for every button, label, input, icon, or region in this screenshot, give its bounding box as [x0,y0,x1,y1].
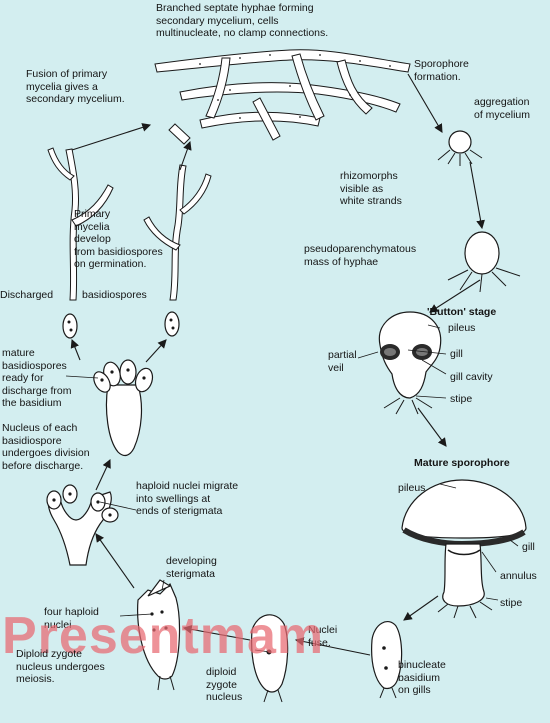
cycle-arrows [70,73,485,656]
label-binucleate: binucleate basidium on gills [398,659,446,696]
label-developing-sterigmata: developing sterigmata [166,555,217,580]
primary-mycelium-left [47,147,114,301]
label-pileus-button: pileus [448,322,476,334]
binucleate-basidium [371,621,403,690]
label-rhizomorphs: rhizomorphs visible as white strands [340,170,402,207]
label-pointers [65,324,519,653]
label-gill-button: gill [450,348,463,360]
label-mature-basidiospores: mature basidiospores ready for discharge… [2,347,72,409]
mycelium-nuclei [199,54,391,119]
label-haploid-migrate: haploid nuclei migrate into swellings at… [136,480,239,517]
label-nuclei-fuse: Nuclei fuse. [308,624,338,649]
label-nucleus-each: Nucleus of each basidiospore undergoes d… [2,422,90,472]
button-stage-sporophore [378,311,442,415]
label-aggregation: aggregation of mycelium [474,96,531,121]
label-button-stage: 'Button' stage [427,306,497,318]
label-fusion: Fusion of primary mycelia gives a second… [26,68,125,105]
mycelium-aggregation [437,130,483,166]
label-branched-hyphae: Branched septate hyphae forming secondar… [156,2,329,39]
label-diploid-meiosis: Diploid zygote nucleus undergoes meiosis… [16,648,105,685]
label-partial-veil: partial veil [328,349,357,374]
label-pileus-mature: pileus [398,482,426,494]
primary-mycelium-right [143,164,212,301]
label-primary-mycelia: Primary mycelia develop from basidiospor… [74,208,163,270]
label-sporophore-formation: Sporophore formation. [414,58,469,83]
label-stipe-mature: stipe [500,597,523,609]
mature-basidium [93,359,154,457]
secondary-mycelium [154,49,411,145]
label-annulus: annulus [500,570,537,582]
label-basidiospores: basidiospores [82,289,147,301]
sterigmata-basidium [46,484,119,566]
pseudoparenchymatous-mass [447,231,521,293]
label-pseudoparenchymatous: pseudoparenchymatous mass of hyphae [304,243,417,268]
label-gill-cavity: gill cavity [450,371,493,383]
label-four-haploid: four haploid nuclei [44,606,99,631]
label-mature-sporophore: Mature sporophore [414,457,510,469]
watermark-logo: Presentmam [2,607,325,665]
label-stipe-button: stipe [450,393,473,405]
label-diploid-zygote: diploid zygote nucleus [206,666,243,703]
label-gill-mature: gill [522,541,535,553]
developing-sterigmata-basidium [137,579,181,680]
label-discharged: Discharged [0,289,54,301]
discharged-spores [62,311,180,339]
mature-sporophore [401,479,527,619]
